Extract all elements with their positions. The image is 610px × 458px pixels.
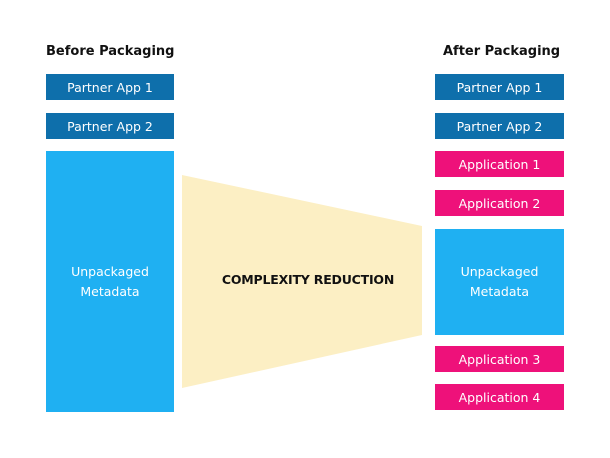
before-unpackaged-metadata: Unpackaged Metadata bbox=[46, 151, 174, 412]
after-application-2-label: Application 2 bbox=[458, 195, 541, 211]
before-partner-app-1-label: Partner App 1 bbox=[67, 79, 153, 95]
after-application-3: Application 3 bbox=[435, 346, 564, 372]
after-heading: After Packaging bbox=[443, 44, 561, 59]
after-application-1: Application 1 bbox=[435, 151, 564, 177]
after-application-4: Application 4 bbox=[435, 384, 564, 410]
after-partner-app-2: Partner App 2 bbox=[435, 113, 564, 139]
before-heading: Before Packaging bbox=[46, 44, 175, 59]
after-application-3-label: Application 3 bbox=[458, 351, 541, 367]
before-partner-app-2: Partner App 2 bbox=[46, 113, 174, 139]
after-partner-app-2-label: Partner App 2 bbox=[456, 118, 543, 134]
after-metadata-line1: Unpackaged bbox=[460, 264, 539, 279]
before-partner-app-2-label: Partner App 2 bbox=[67, 118, 153, 134]
after-partner-app-1: Partner App 1 bbox=[435, 74, 564, 100]
before-metadata-line1: Unpackaged bbox=[71, 263, 149, 279]
after-application-1-label: Application 1 bbox=[458, 156, 541, 172]
complexity-reduction-label: COMPLEXITY REDUCTION bbox=[221, 272, 395, 287]
after-metadata-line2: Metadata bbox=[469, 284, 530, 299]
after-partner-app-1-label: Partner App 1 bbox=[456, 79, 543, 95]
after-application-2: Application 2 bbox=[435, 190, 564, 216]
funnel-shape bbox=[182, 175, 422, 388]
before-metadata-line2: Metadata bbox=[80, 283, 140, 299]
before-partner-app-1: Partner App 1 bbox=[46, 74, 174, 100]
after-unpackaged-metadata: Unpackaged Metadata bbox=[435, 229, 564, 335]
after-application-4-label: Application 4 bbox=[458, 389, 541, 405]
